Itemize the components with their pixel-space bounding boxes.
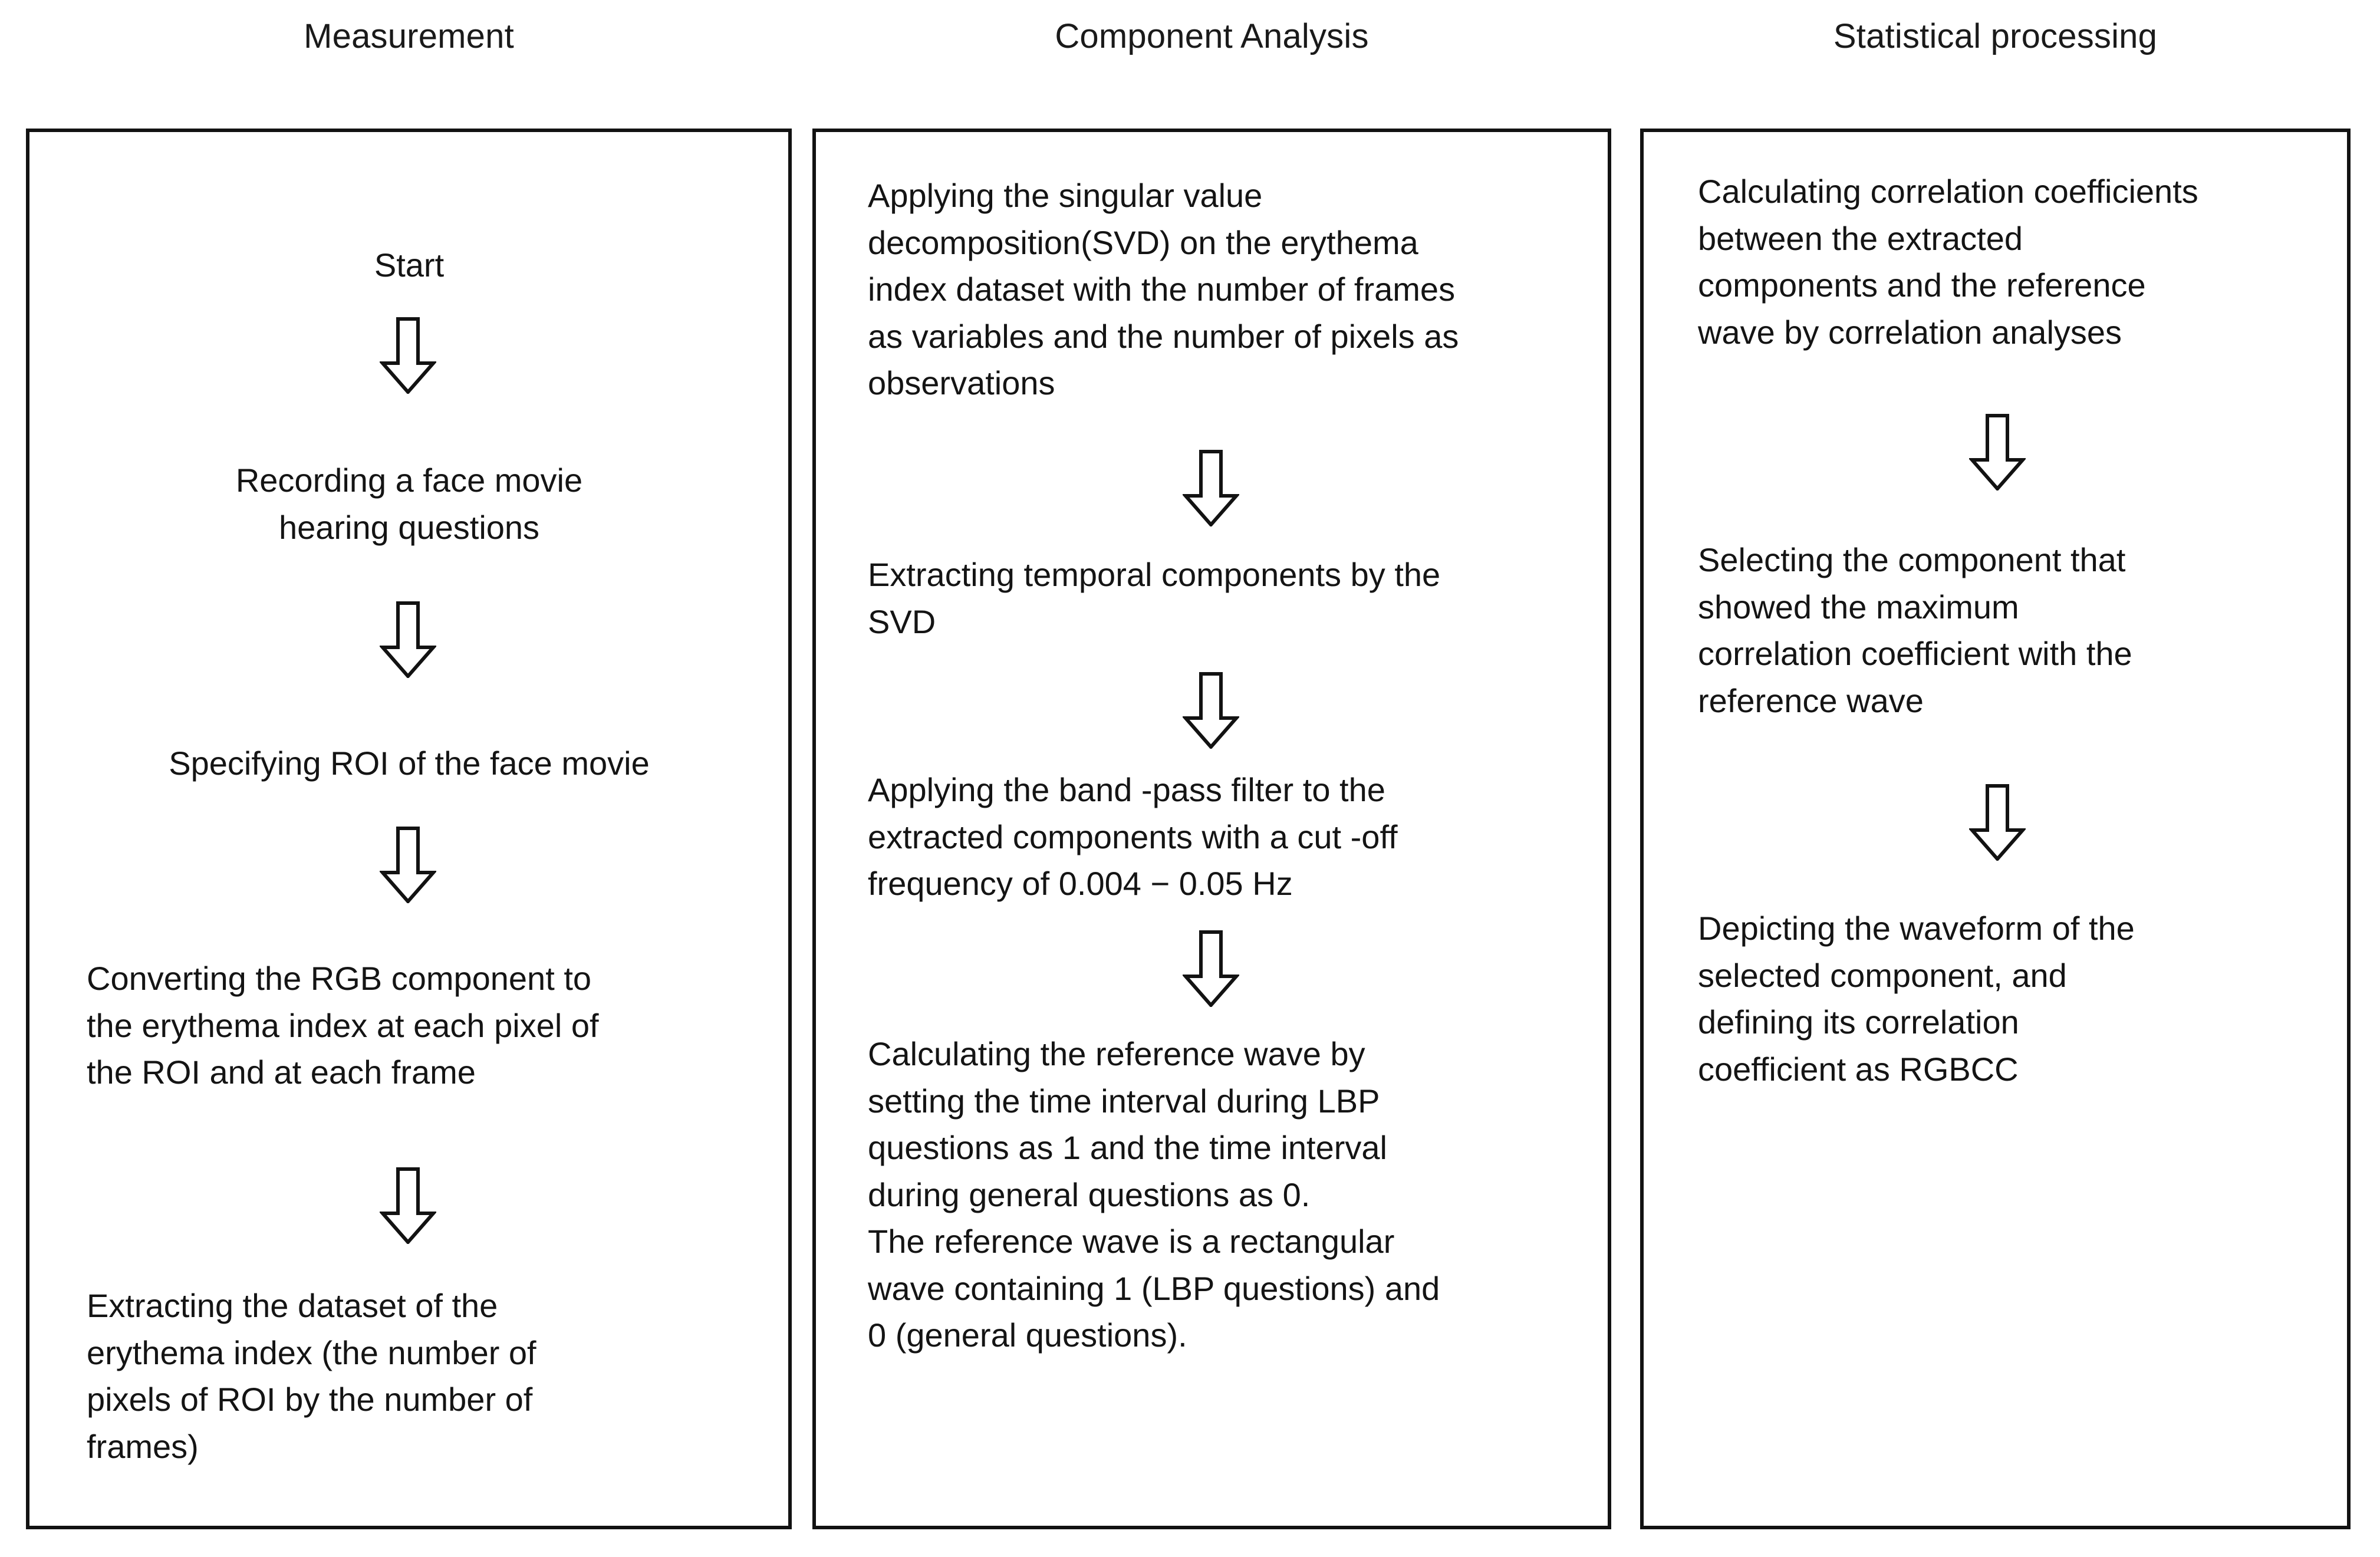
step-component-apply-svd: Applying the singular value decompositio… <box>868 177 1459 402</box>
step-measurement-extract-dataset: Extracting the dataset of the erythema i… <box>87 1287 536 1465</box>
down-arrow-icon <box>380 827 436 903</box>
down-arrow-icon <box>380 317 436 394</box>
down-arrow-icon <box>380 1167 436 1244</box>
step-component-reference-wave: Calculating the reference wave by settin… <box>868 1035 1440 1354</box>
step-component-band-pass: Applying the band -pass filter to the ex… <box>868 771 1398 903</box>
step-measurement-convert-rgb: Converting the RGB component to the eryt… <box>87 960 599 1091</box>
column-box-component-analysis <box>812 129 1611 1529</box>
down-arrow-icon <box>1969 784 2026 861</box>
down-arrow-icon <box>1183 450 1239 526</box>
column-header-component-analysis: Component Analysis <box>1055 17 1369 55</box>
column-header-statistical-processing: Statistical processing <box>1833 17 2158 55</box>
step-measurement-specify-roi: Specifying ROI of the face movie <box>169 745 650 782</box>
step-component-extract-temporal: Extracting temporal components by the SV… <box>868 556 1441 640</box>
down-arrow-icon <box>380 601 436 678</box>
step-measurement-recording: Recording a face movie hearing questions <box>235 462 583 546</box>
column-header-measurement: Measurement <box>304 17 514 55</box>
down-arrow-icon <box>1183 672 1239 749</box>
down-arrow-icon <box>1183 930 1239 1007</box>
down-arrow-icon <box>1969 414 2026 491</box>
step-measurement-start: Start <box>374 246 445 284</box>
step-statistical-calc-correlation: Calculating correlation coefficients bet… <box>1698 173 2198 351</box>
step-statistical-select-component: Selecting the component that showed the … <box>1698 541 2132 719</box>
step-statistical-depict-waveform: Depicting the waveform of the selected c… <box>1698 910 2135 1088</box>
